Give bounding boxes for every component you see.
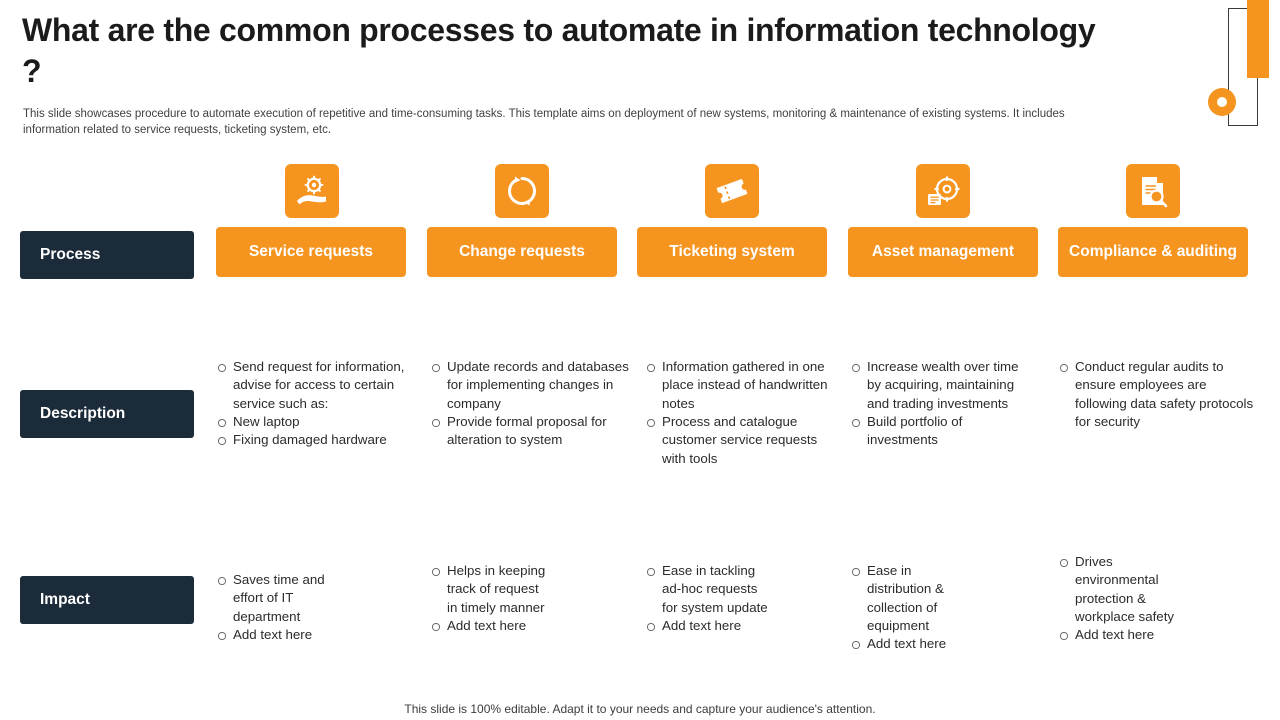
list-item: Send request for information, advise for… bbox=[216, 358, 416, 413]
list-item: Helps in keeping track of request in tim… bbox=[430, 562, 550, 617]
page-subtitle: This slide showcases procedure to automa… bbox=[23, 108, 1065, 137]
decorative-dot-center bbox=[1217, 97, 1227, 107]
description-list-change-requests: Update records and databases for impleme… bbox=[430, 358, 630, 450]
list-item: Saves time and effort of IT department bbox=[216, 571, 341, 626]
decorative-orange-bar bbox=[1247, 0, 1269, 78]
list-item: Add text here bbox=[645, 617, 775, 635]
row-label-description: Description bbox=[20, 390, 194, 438]
list-item: Add text here bbox=[430, 617, 550, 635]
list-item: Update records and databases for impleme… bbox=[430, 358, 630, 413]
ticket-icon bbox=[705, 164, 759, 218]
list-item: New laptop bbox=[216, 413, 416, 431]
process-card-service-requests[interactable]: Service requests bbox=[216, 227, 406, 277]
row-label-impact: Impact bbox=[20, 576, 194, 624]
row-label-impact-text: Impact bbox=[40, 591, 90, 608]
list-item: Information gathered in one place instea… bbox=[645, 358, 835, 413]
list-item: Add text here bbox=[850, 635, 970, 653]
row-label-process-text: Process bbox=[40, 246, 101, 263]
list-item: Conduct regular audits to ensure employe… bbox=[1058, 358, 1258, 431]
list-item: Fixing damaged hardware bbox=[216, 431, 416, 449]
list-item: Ease in distribution & collection of equ… bbox=[850, 562, 970, 635]
hand-gear-icon bbox=[285, 164, 339, 218]
process-card-change-requests[interactable]: Change requests bbox=[427, 227, 617, 277]
row-label-process: Process bbox=[20, 231, 194, 279]
row-label-description-text: Description bbox=[40, 405, 126, 422]
list-item: Increase wealth over time by acquiring, … bbox=[850, 358, 1025, 413]
footer-note: This slide is 100% editable. Adapt it to… bbox=[404, 702, 876, 716]
page-title: What are the common processes to automat… bbox=[22, 12, 1096, 89]
list-item: Drives environmental protection & workpl… bbox=[1058, 553, 1178, 626]
document-search-icon bbox=[1126, 164, 1180, 218]
description-list-compliance-auditing: Conduct regular audits to ensure employe… bbox=[1058, 358, 1258, 431]
impact-list-service-requests: Saves time and effort of IT department A… bbox=[216, 571, 341, 644]
list-item: Add text here bbox=[1058, 626, 1178, 644]
refresh-circular-arrows-icon bbox=[495, 164, 549, 218]
list-item: Process and catalogue customer service r… bbox=[645, 413, 835, 468]
list-item: Build portfolio of investments bbox=[850, 413, 1025, 450]
impact-list-asset-management: Ease in distribution & collection of equ… bbox=[850, 562, 970, 654]
decorative-orange-dot-icon bbox=[1208, 88, 1236, 116]
process-card-asset-management[interactable]: Asset management bbox=[848, 227, 1038, 277]
impact-list-compliance-auditing: Drives environmental protection & workpl… bbox=[1058, 553, 1178, 645]
process-card-compliance-auditing[interactable]: Compliance & auditing bbox=[1058, 227, 1248, 277]
process-card-ticketing-system[interactable]: Ticketing system bbox=[637, 227, 827, 277]
list-item: Ease in tackling ad-hoc requests for sys… bbox=[645, 562, 775, 617]
asset-settings-icon bbox=[916, 164, 970, 218]
list-item: Provide formal proposal for alteration t… bbox=[430, 413, 630, 450]
list-item: Add text here bbox=[216, 626, 341, 644]
impact-list-ticketing-system: Ease in tackling ad-hoc requests for sys… bbox=[645, 562, 775, 635]
description-list-ticketing-system: Information gathered in one place instea… bbox=[645, 358, 835, 468]
impact-list-change-requests: Helps in keeping track of request in tim… bbox=[430, 562, 550, 635]
description-list-asset-management: Increase wealth over time by acquiring, … bbox=[850, 358, 1025, 450]
description-list-service-requests: Send request for information, advise for… bbox=[216, 358, 416, 450]
